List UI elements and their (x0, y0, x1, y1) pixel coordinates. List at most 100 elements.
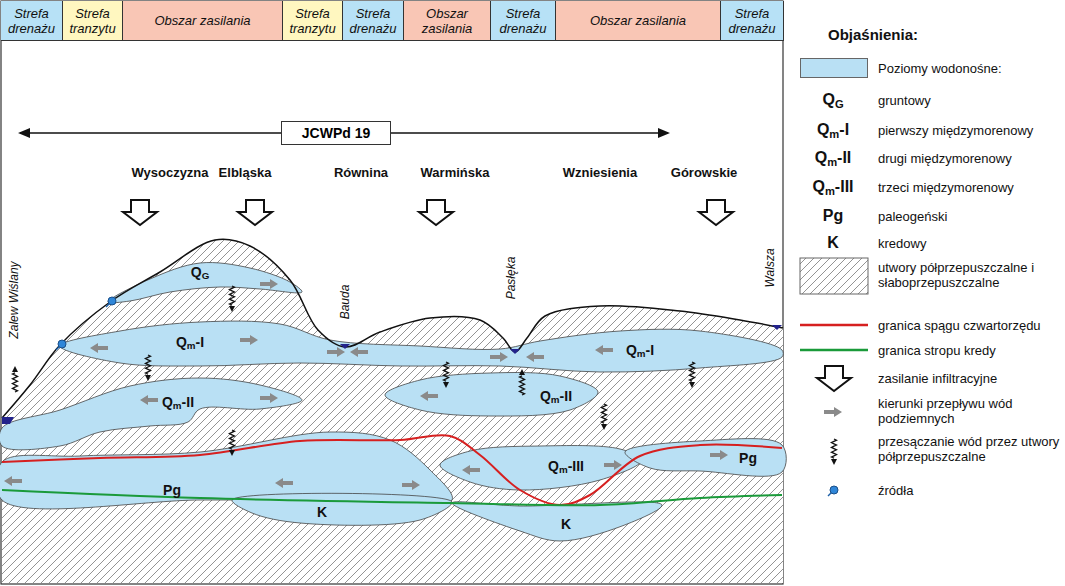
aquifer-label: Pg (739, 450, 757, 466)
seepage-symbol (230, 286, 235, 305)
hatch-sample (800, 258, 868, 294)
cretaceous-top-line (2, 490, 782, 505)
region-name: Warmińska (421, 165, 490, 180)
zone-band: Obszar zasilania (556, 1, 721, 41)
region-name: Elbląska (219, 165, 272, 180)
river-mark (510, 349, 520, 354)
legend-text: trzeci międzymorenowy (878, 180, 1058, 195)
legend-heading: Objaśnienia: (828, 26, 918, 43)
flow-arrow (595, 345, 613, 355)
flow-arrow (710, 450, 728, 460)
river-name: Bauda (338, 285, 352, 320)
seepage-head (689, 382, 695, 388)
region-name: Wysoczyzna (131, 165, 208, 180)
river-mark (772, 325, 782, 330)
aquifer-lens (385, 373, 598, 417)
seepage-head (519, 369, 525, 375)
infiltration-arrow (817, 366, 851, 391)
aquifer-lens (0, 378, 302, 450)
flow-arrow (260, 279, 278, 289)
seepage-head (145, 375, 151, 381)
legend-text: pierwszy międzymorenowy (878, 123, 1058, 138)
aquifer-label: Qm-I (176, 334, 204, 350)
seepage-head (601, 424, 607, 430)
legend-text: utwory półprzepuszczalne i słaboprzepusz… (878, 260, 1058, 290)
flow-arrow (420, 391, 438, 401)
aquifer-label: Qm-I (626, 342, 654, 358)
zone-band: Strefa tranzytu (283, 1, 343, 41)
aquifer-label: K (561, 516, 571, 532)
river-name: Pasłęka (504, 257, 518, 300)
flow-arrow (90, 343, 108, 353)
legend-text: paleogeński (878, 209, 1058, 224)
zone-band: Obszar zasilania (404, 1, 491, 41)
quaternary-base-line (2, 435, 782, 505)
legend-text: zasilanie infiltracyjne (878, 371, 1058, 386)
lagoon-water (2, 417, 14, 424)
spring-symbol (58, 340, 66, 348)
node-text: Strefa tranzytu (285, 6, 340, 36)
legend-text: granica stropu kredy (878, 343, 1058, 358)
aquifer-label: Qm-II (162, 394, 194, 410)
seepage-symbol (13, 373, 18, 392)
legend-text: Poziomy wodonośne: (878, 61, 1058, 76)
node-text: Obszar zasilania (406, 6, 488, 36)
node-text: Strefa drenażu (493, 6, 553, 36)
seepage-head (443, 382, 449, 388)
legend-text: przesączanie wód przez utwory półprzepus… (878, 434, 1060, 464)
node-text: Obszar zasilania (154, 13, 250, 28)
seepage-symbol (230, 430, 235, 449)
aquifer-label: Qm-III (548, 458, 584, 474)
flow-arrow (275, 478, 293, 488)
river-name: Walsza (763, 248, 777, 287)
node-text: Strefa drenażu (3, 6, 60, 36)
seepage-symbol (520, 376, 525, 395)
legend-symbol: QG (822, 91, 843, 109)
infiltration-arrow (123, 200, 157, 225)
aquifer-label: QG (191, 264, 210, 280)
node-text: Obszar zasilania (590, 13, 686, 28)
legend-text: źródła (878, 483, 1058, 498)
zone-band: Strefa drenażu (1, 1, 63, 41)
flow-arrow (462, 465, 480, 475)
flow-arrow (604, 460, 622, 470)
seepage-symbol (832, 439, 837, 458)
ground-surface (2, 239, 783, 418)
flow-arrow (402, 480, 420, 490)
seepage-symbol (690, 362, 695, 381)
flow-arrow (4, 476, 22, 486)
flow-arrow (240, 335, 258, 345)
seepage-symbol (444, 362, 449, 381)
node-text: JCWPd 19 (302, 125, 370, 141)
node-text: Strefa drenażu (345, 6, 401, 36)
aquifer-lens (108, 263, 302, 303)
region-name: Równina (334, 165, 388, 180)
region-name: Wzniesienia (563, 165, 637, 180)
seepage-head (229, 306, 235, 312)
legend-symbol: Qm-II (815, 149, 852, 167)
legend-text: gruntowy (878, 93, 1058, 108)
region-name: Górowskie (671, 165, 737, 180)
legend-text: granica spągu czwartorzędu (878, 318, 1058, 333)
legend-symbol: Pg (823, 207, 843, 225)
infiltration-arrow (699, 200, 733, 225)
flow-arrow (327, 347, 345, 357)
zone-band: Strefa drenażu (491, 1, 556, 41)
legend-symbol: Qm-III (812, 178, 853, 196)
aquifer-label: K (317, 504, 327, 520)
red-line-sample (800, 324, 868, 327)
aquifer-label: Qm-II (540, 388, 572, 404)
seepage-symbol (146, 355, 151, 374)
aquifer-lens (232, 493, 452, 525)
zone-band: Strefa tranzytu (63, 1, 123, 41)
seepage-head (831, 459, 837, 465)
aquifer-lens (440, 446, 642, 490)
legend-text: kierunki przepływu wód podziemnych (878, 396, 1028, 426)
seepage-head (229, 450, 235, 456)
seepage-symbol (602, 404, 607, 423)
infiltration-arrow (238, 200, 272, 225)
aquifer-lens (452, 502, 662, 541)
spring-symbol (108, 297, 116, 305)
river-mark (340, 344, 350, 349)
